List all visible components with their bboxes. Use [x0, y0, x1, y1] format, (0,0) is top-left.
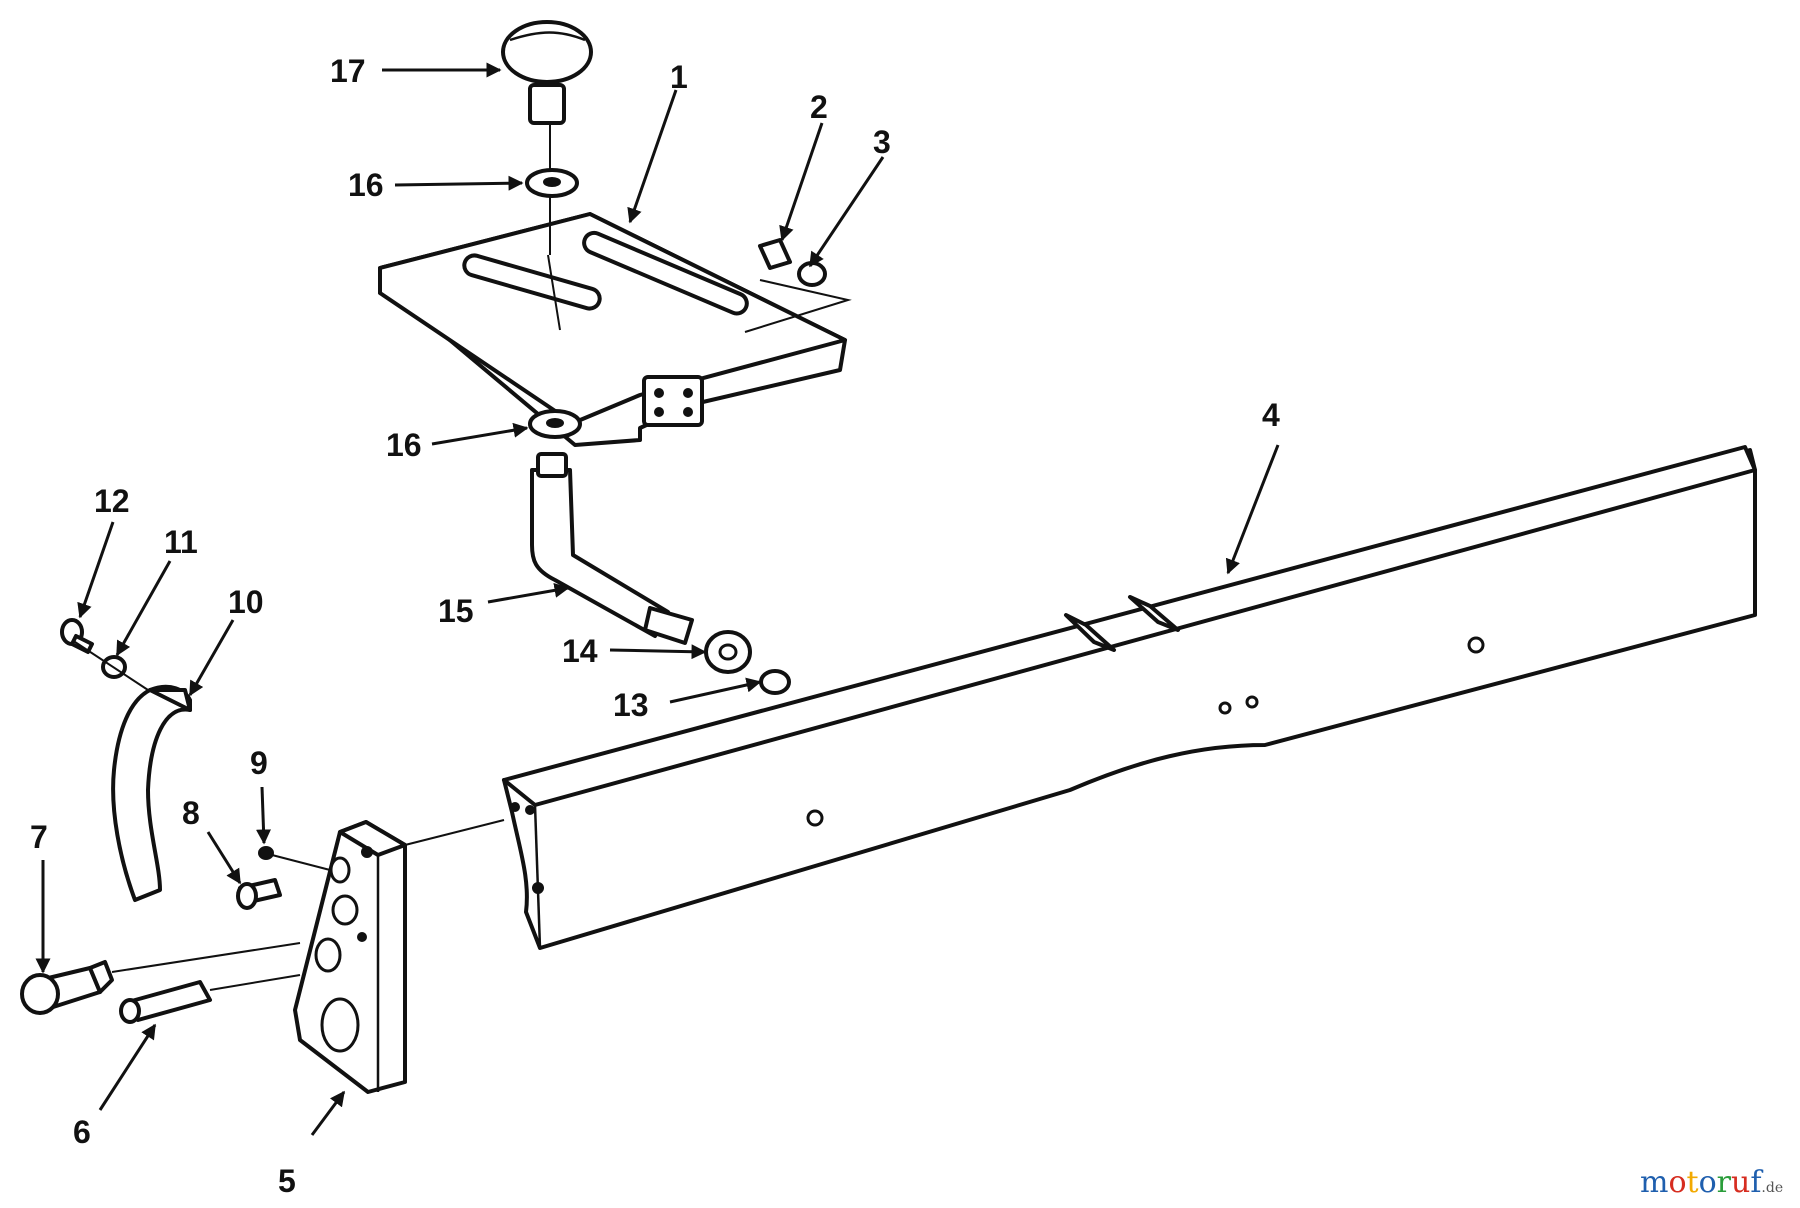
lock-washer — [759, 669, 791, 695]
callout-9: 9 — [250, 745, 268, 781]
screw-12 — [60, 618, 94, 654]
leader-lines — [35, 62, 1280, 1136]
knob-7 — [20, 960, 114, 1015]
watermark-logo: motoruf.de — [1640, 1165, 1783, 1200]
callout-labels: 17 1 2 3 16 16 4 12 11 10 15 14 13 9 8 7… — [30, 53, 1280, 1199]
bolt-2 — [758, 238, 792, 270]
nut-9 — [258, 846, 274, 860]
nut — [704, 630, 752, 674]
screw-8 — [236, 878, 282, 910]
callout-13: 13 — [613, 687, 649, 723]
callout-16-upper: 16 — [348, 167, 384, 203]
nut-3 — [797, 261, 827, 287]
curved-pad — [111, 684, 192, 902]
callout-16-lower: 16 — [386, 427, 422, 463]
callout-17: 17 — [330, 53, 366, 89]
table-plate — [378, 110, 852, 447]
callout-7: 7 — [30, 819, 48, 855]
callout-15: 15 — [438, 593, 474, 629]
knob — [501, 20, 593, 125]
end-bracket — [293, 820, 407, 1094]
washer-upper — [525, 168, 579, 198]
l-bolt — [530, 452, 694, 645]
washer-lower — [528, 409, 582, 439]
callout-10: 10 — [228, 584, 264, 620]
callout-3: 3 — [873, 124, 891, 160]
arm-beam — [502, 445, 1757, 950]
callout-1: 1 — [670, 59, 688, 95]
callout-14: 14 — [562, 633, 598, 669]
threaded-stud-6 — [119, 980, 212, 1024]
callout-6: 6 — [73, 1114, 91, 1150]
callout-11: 11 — [164, 524, 198, 560]
callout-4: 4 — [1262, 397, 1280, 433]
callout-2: 2 — [810, 89, 828, 125]
callout-8: 8 — [182, 795, 200, 831]
callout-5: 5 — [278, 1163, 296, 1199]
callout-12: 12 — [94, 483, 130, 519]
